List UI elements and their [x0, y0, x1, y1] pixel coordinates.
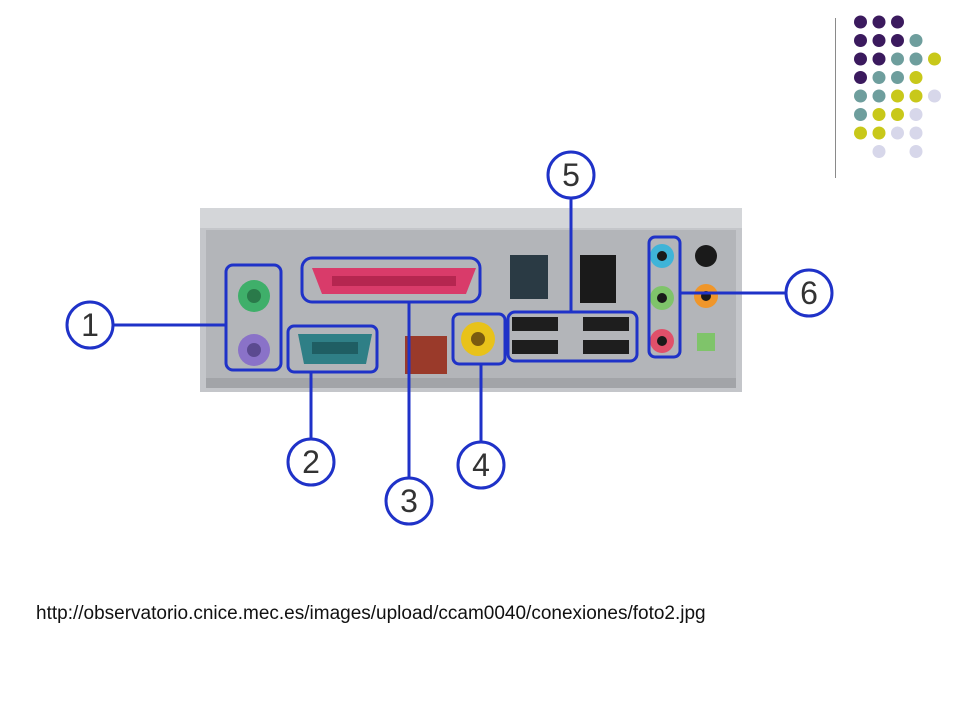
callout-box-2 — [286, 324, 379, 374]
callout-circle-3 — [384, 476, 434, 526]
decorative-dot — [909, 71, 923, 84]
decorative-dot — [928, 52, 941, 66]
decorative-dot — [854, 52, 867, 66]
callout-number-2: 2 — [302, 444, 320, 480]
decorative-dot — [854, 34, 867, 47]
black-port — [580, 255, 616, 303]
decorative-dot — [872, 52, 886, 66]
decorative-dot — [854, 15, 867, 29]
decorative-dot — [891, 52, 904, 66]
callout-circle-4 — [456, 440, 506, 490]
callout-box-4 — [451, 312, 507, 366]
decorative-dot — [909, 126, 923, 140]
callout-number-1: 1 — [81, 307, 99, 343]
decorative-dot — [854, 126, 867, 140]
callout-circle-2 — [286, 437, 336, 487]
callout-number-5: 5 — [562, 157, 580, 193]
decorative-dot — [872, 34, 886, 47]
callout-box-1 — [224, 263, 283, 372]
decorative-dot — [909, 108, 923, 121]
ps2-keyboard-port — [238, 280, 270, 312]
lan-port — [510, 255, 548, 299]
decorative-dot — [872, 89, 886, 103]
callout-number-6: 6 — [800, 275, 818, 311]
decorative-dot — [891, 126, 904, 140]
decorative-dot — [854, 71, 867, 84]
decorative-dot — [872, 108, 886, 121]
serial-port — [298, 334, 372, 364]
red-component — [405, 336, 447, 374]
callout-circle-1 — [65, 300, 115, 350]
rca-jack — [461, 322, 495, 356]
decorative-dot — [891, 15, 904, 29]
decorative-dot — [872, 15, 886, 29]
callout-box-6 — [647, 235, 682, 359]
callout-number-3: 3 — [400, 483, 418, 519]
callout-number-4: 4 — [472, 447, 490, 483]
callout-lines — [114, 199, 785, 480]
decorative-dot — [872, 126, 886, 140]
decorative-dot — [909, 34, 923, 47]
decorative-dot — [928, 89, 941, 103]
decorative-dot — [891, 34, 904, 47]
decorative-dot — [909, 145, 923, 158]
decorative-dot — [909, 89, 923, 103]
decorative-dot — [891, 108, 904, 121]
audio-jacks — [650, 244, 718, 353]
callout-box-3 — [300, 256, 482, 304]
decorative-dot — [891, 89, 904, 103]
decorative-dot — [872, 71, 886, 84]
decorative-dot — [854, 89, 867, 103]
ps2-mouse-port — [238, 334, 270, 366]
decorative-dot — [909, 52, 923, 66]
source-url-caption: http://observatorio.cnice.mec.es/images/… — [36, 603, 706, 624]
callout-circle-5 — [546, 150, 596, 200]
callout-circle-6 — [784, 268, 834, 318]
parallel-port — [312, 268, 476, 294]
decorative-dot — [872, 145, 886, 158]
decorative-dot — [854, 108, 867, 121]
usb-ports — [512, 317, 629, 354]
decorative-vertical-rule — [835, 18, 836, 178]
decorative-dot — [891, 71, 904, 84]
